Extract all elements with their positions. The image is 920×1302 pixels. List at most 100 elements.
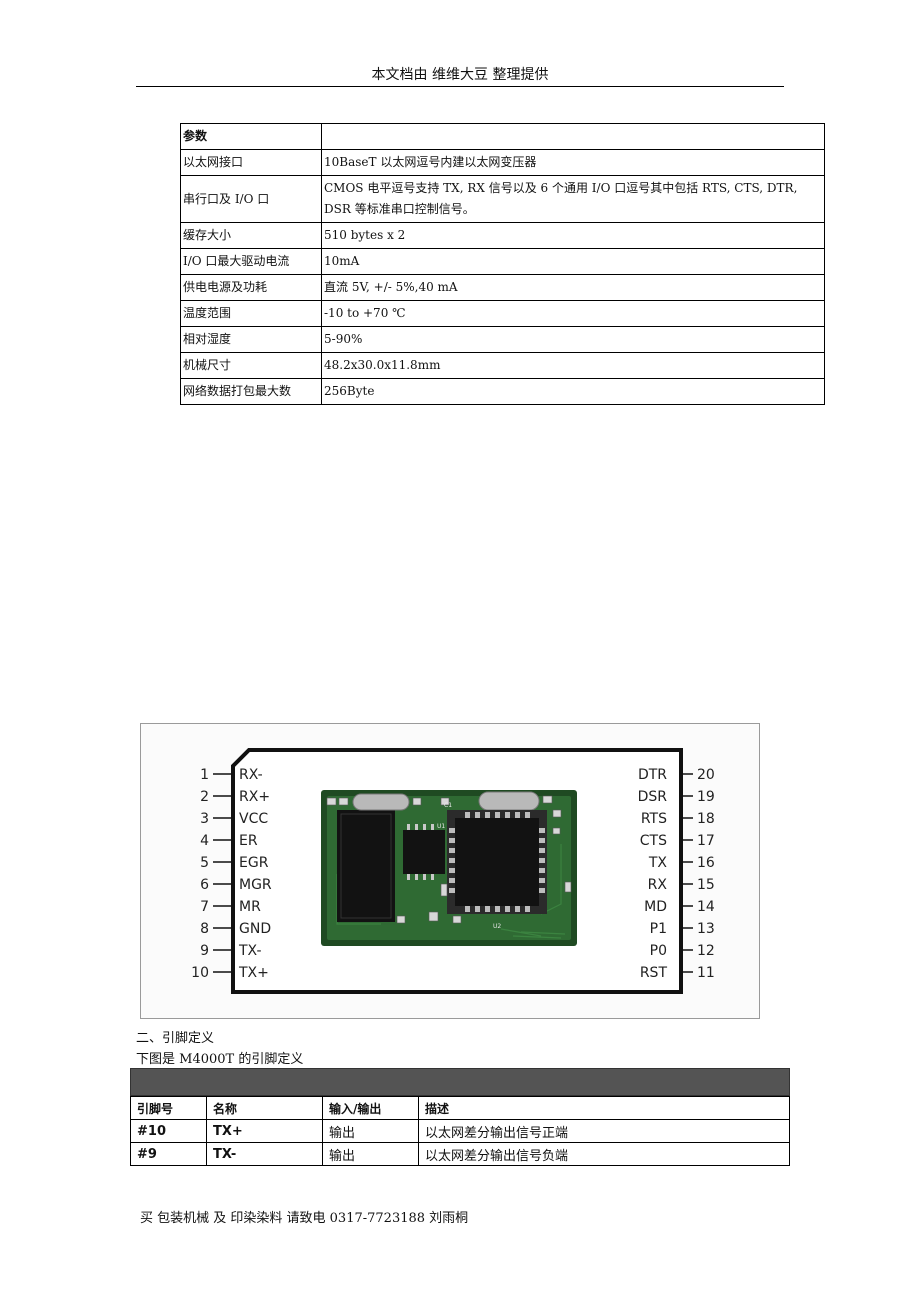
pin-number-label: 10: [191, 965, 209, 981]
right-pin: RST 11: [640, 965, 715, 981]
small-ic-pins: [407, 824, 434, 880]
left-pin: 8 GND: [200, 921, 271, 937]
parameter-name: 相对湿度: [180, 326, 322, 353]
pin-number-label: 16: [697, 855, 715, 871]
pin-number-label: 20: [697, 767, 715, 783]
right-pin: P1 13: [650, 921, 715, 937]
parameter-name: 网络数据打包最大数: [180, 378, 322, 405]
pin-name-label: GND: [239, 921, 271, 937]
pin-name-label: P0: [650, 943, 667, 959]
parameter-value: 510 bytes x 2: [321, 222, 825, 249]
pin-number-label: 6: [200, 877, 209, 893]
parameter-value: 5-90%: [321, 326, 825, 353]
parameter-row: 供电电源及功耗直流 5V, +/- 5%,40 mA: [180, 274, 825, 301]
parameters-header-value: [321, 123, 825, 150]
pin-header-number: 引脚号: [130, 1096, 207, 1120]
parameter-value: CMOS 电平逗号支持 TX, RX 信号以及 6 个通用 I/O 口逗号其中包…: [321, 175, 825, 223]
parameter-value: 256Byte: [321, 378, 825, 405]
pin-name-label: ER: [239, 833, 258, 849]
page-footer: 买 包装机械 及 印染染料 请致电 0317-7723188 刘雨桐: [140, 1211, 469, 1226]
left-pin: 5 EGR: [200, 855, 269, 871]
pin-name-label: MR: [239, 899, 261, 915]
pin-number-label: 1: [200, 767, 209, 783]
parameter-name: I/O 口最大驱动电流: [180, 248, 322, 275]
section-title: 二、引脚定义: [136, 1031, 215, 1046]
pin-name-label: MD: [644, 899, 667, 915]
pin-header-io: 输入/输出: [322, 1096, 419, 1120]
main-chip: [455, 818, 539, 906]
pin-number-label: 14: [697, 899, 715, 915]
left-pin: 10 TX+: [191, 965, 269, 981]
pin-name-label: MGR: [239, 877, 272, 893]
pin-number-label: 13: [697, 921, 715, 937]
pin-number-label: 3: [200, 811, 209, 827]
parameter-name: 缓存大小: [180, 222, 322, 249]
pin-number-label: 19: [697, 789, 715, 805]
pin-name-label: CTS: [640, 833, 667, 849]
parameters-header-row: 参数: [180, 123, 825, 150]
pin-name-label: VCC: [239, 811, 268, 827]
pin-number-label: 11: [697, 965, 715, 981]
pin-io: 输出: [322, 1119, 419, 1143]
pin-number: #9: [130, 1142, 207, 1166]
pin-name-label: P1: [650, 921, 667, 937]
pin-name-label: EGR: [239, 855, 269, 871]
pin-number-label: 7: [200, 899, 209, 915]
parameter-name: 以太网接口: [180, 149, 322, 176]
pin-number-label: 15: [697, 877, 715, 893]
label-u1: U1: [437, 823, 445, 830]
pin-header-description: 描述: [418, 1096, 790, 1120]
parameter-name: 温度范围: [180, 300, 322, 327]
pin-number-label: 9: [200, 943, 209, 959]
pin-number-label: 17: [697, 833, 715, 849]
pin-number-label: 5: [200, 855, 209, 871]
pin-number-label: 8: [200, 921, 209, 937]
pin-number-label: 2: [200, 789, 209, 805]
transformer-highlight: [340, 813, 392, 919]
crystal-right: [478, 791, 540, 811]
label-u2: U2: [493, 923, 501, 930]
pin-table-header-row: 引脚号 名称 输入/输出 描述: [130, 1096, 790, 1120]
right-pin: CTS 17: [640, 833, 715, 849]
pin-number-label: 4: [200, 833, 209, 849]
right-pin: MD 14: [644, 899, 715, 915]
small-ic: [403, 830, 445, 874]
pcb-board: C1 U1 U2: [321, 790, 577, 946]
pin-name-label: RST: [640, 965, 668, 981]
smd-parts: [326, 795, 572, 924]
parameter-name: 供电电源及功耗: [180, 274, 322, 301]
parameter-value: 10BaseT 以太网逗号内建以太网变压器: [321, 149, 825, 176]
pin-name: TX+: [206, 1119, 323, 1143]
transformer: [337, 810, 395, 922]
pin-number-label: 18: [697, 811, 715, 827]
pin-name-label: RTS: [641, 811, 667, 827]
pin-description: 以太网差分输出信号正端: [418, 1119, 790, 1143]
page-header: 本文档由 维维大豆 整理提供: [371, 67, 549, 83]
parameter-name: 串行口及 I/O 口: [180, 175, 322, 223]
pin-name-label: TX: [648, 855, 668, 871]
header-divider: [136, 86, 784, 87]
right-pin: RTS 18: [641, 811, 715, 827]
pin-name-label: TX+: [238, 965, 269, 981]
pin-name-label: DSR: [638, 789, 668, 805]
right-pin: TX 16: [648, 855, 715, 871]
parameter-value: 48.2x30.0x11.8mm: [321, 352, 825, 379]
parameter-name: 机械尺寸: [180, 352, 322, 379]
pin-header-name: 名称: [206, 1096, 323, 1120]
pin-io: 输出: [322, 1142, 419, 1166]
